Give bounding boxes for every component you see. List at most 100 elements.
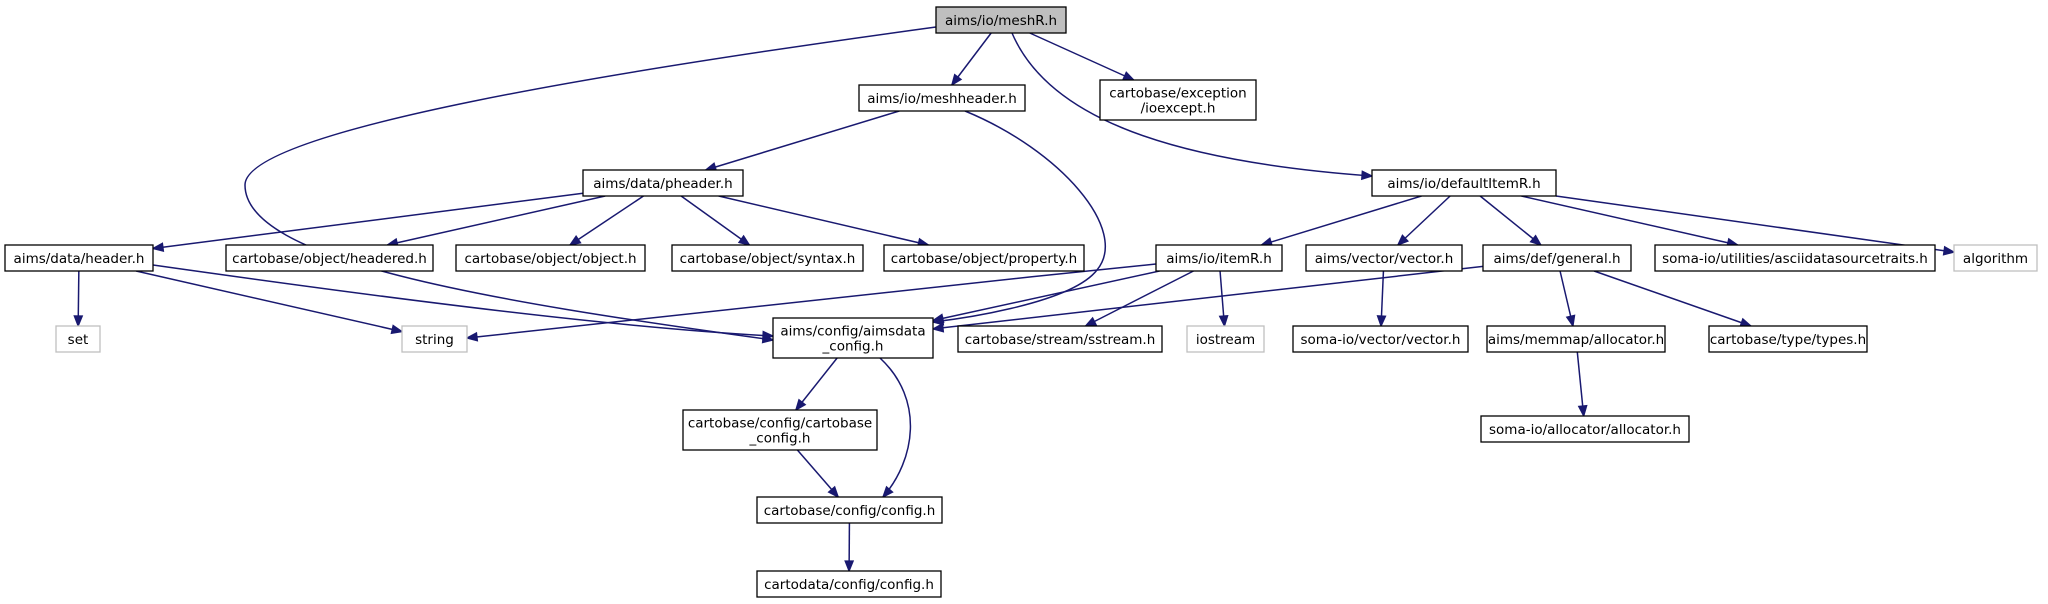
- node-label: aims/vector/vector.h: [1315, 251, 1454, 267]
- edge-pheader-to-object: [568, 195, 644, 246]
- edge-defaultItemR-to-algorithm: [1555, 195, 1956, 256]
- node-header[interactable]: aims/data/header.h: [4, 244, 154, 272]
- edge-line: [1555, 195, 1955, 253]
- node-itemR[interactable]: aims/io/itemR.h: [1155, 244, 1283, 272]
- arrow-head-icon: [931, 313, 945, 324]
- node-aimsdata_config[interactable]: aims/config/aimsdata_config.h: [772, 317, 934, 359]
- edge-line: [135, 270, 403, 333]
- edge-line: [718, 195, 929, 246]
- node-box: [682, 409, 878, 451]
- node-box: [1155, 244, 1283, 272]
- edge-allocator-to-somaallocator: [1576, 351, 1588, 418]
- node-label: set: [68, 332, 89, 348]
- node-label: aims/io/itemR.h: [1166, 251, 1272, 267]
- node-label: algorithm: [1963, 251, 2028, 267]
- node-label: soma-io/vector/vector.h: [1301, 332, 1461, 348]
- node-label: _config.h: [822, 339, 884, 355]
- arrow-head-icon: [950, 73, 963, 87]
- node-ioexcept[interactable]: cartobase/exception/ioexcept.h: [1099, 79, 1257, 121]
- edge-defaultItemR-to-general: [1479, 195, 1543, 247]
- edge-line: [680, 195, 750, 246]
- node-label: cartobase/stream/sstream.h: [965, 332, 1156, 348]
- edge-line: [879, 357, 912, 498]
- arrow-head-icon: [1739, 317, 1753, 328]
- arrow-head-icon: [73, 315, 84, 328]
- edge-pheader-to-header: [151, 192, 584, 253]
- node-somavector[interactable]: soma-io/vector/vector.h: [1292, 325, 1469, 353]
- arrow-head-icon: [1361, 170, 1374, 181]
- node-label: cartobase/object/headered.h: [232, 251, 427, 267]
- node-box: [772, 317, 934, 359]
- node-config[interactable]: cartobase/config/config.h: [756, 496, 943, 524]
- node-meshR[interactable]: aims/io/meshR.h: [935, 6, 1067, 34]
- edge-general-to-allocator: [1559, 270, 1576, 328]
- edge-line: [932, 270, 1160, 322]
- edge-line: [1521, 195, 1738, 246]
- node-box: [55, 325, 101, 353]
- node-asciitraits[interactable]: soma-io/utilities/asciidatasourcetraits.…: [1654, 244, 1936, 272]
- edge-itemR-to-aimsdata_config: [931, 270, 1160, 324]
- edge-line: [1397, 195, 1451, 246]
- arrow-head-icon: [737, 234, 751, 247]
- node-meshheader[interactable]: aims/io/meshheader.h: [858, 84, 1026, 112]
- node-pheader[interactable]: aims/data/pheader.h: [582, 169, 744, 197]
- node-box: [1371, 169, 1557, 197]
- node-box: [1708, 325, 1868, 353]
- node-box: [957, 325, 1163, 353]
- node-property[interactable]: cartobase/object/property.h: [883, 244, 1085, 272]
- node-allocator[interactable]: aims/memmap/allocator.h: [1486, 325, 1666, 353]
- node-box: [225, 244, 434, 272]
- arrow-head-icon: [827, 485, 840, 499]
- nodes-layer: aims/io/meshR.h aims/io/meshheader.h carto…: [4, 6, 2038, 598]
- edge-defaultItemR-to-asciitraits: [1521, 195, 1740, 248]
- arrow-head-icon: [1565, 314, 1576, 328]
- node-iostream: iostream: [1186, 325, 1265, 353]
- edge-defaultItemR-to-vector: [1396, 195, 1451, 247]
- node-cartobase_config[interactable]: cartobase/config/cartobase_config.h: [682, 409, 878, 451]
- node-label: cartobase/object/property.h: [891, 251, 1077, 267]
- node-general[interactable]: aims/def/general.h: [1482, 244, 1632, 272]
- node-label: cartobase/config/config.h: [764, 503, 936, 519]
- edge-vector-to-somavector: [1376, 270, 1387, 328]
- node-label: aims/data/pheader.h: [593, 176, 732, 192]
- edge-line: [1479, 195, 1542, 246]
- node-box: [4, 244, 154, 272]
- node-box: [1292, 325, 1469, 353]
- node-label: aims/io/meshR.h: [945, 13, 1057, 29]
- edge-meshheader-to-aimsdata_config: [931, 110, 1107, 326]
- edge-line: [951, 32, 992, 86]
- edge-general-to-aimsdata_config: [931, 265, 1484, 333]
- arrow-head-icon: [568, 234, 582, 246]
- edge-meshR-to-ioexcept: [1029, 32, 1136, 81]
- node-label: cartobase/config/cartobase: [688, 416, 872, 432]
- edge-general-to-types: [1593, 270, 1753, 328]
- arrow-head-icon: [931, 322, 945, 333]
- node-label: aims/data/header.h: [14, 251, 145, 267]
- node-cartodata_config[interactable]: cartodata/config/config.h: [756, 570, 942, 598]
- node-box: [756, 496, 943, 524]
- node-object[interactable]: cartobase/object/object.h: [455, 244, 646, 272]
- edge-header-to-string: [135, 270, 404, 335]
- edge-pheader-to-property: [718, 195, 931, 248]
- node-label: _config.h: [749, 431, 811, 447]
- node-box: [935, 6, 1067, 34]
- node-box: [1486, 325, 1666, 353]
- node-syntax[interactable]: cartobase/object/syntax.h: [671, 244, 864, 272]
- node-box: [671, 244, 864, 272]
- node-types[interactable]: cartobase/type/types.h: [1708, 325, 1868, 353]
- edge-line: [1029, 32, 1135, 81]
- node-box: [1305, 244, 1463, 272]
- edge-pheader-to-headered: [385, 195, 606, 248]
- node-vector[interactable]: aims/vector/vector.h: [1305, 244, 1463, 272]
- node-headered[interactable]: cartobase/object/headered.h: [225, 244, 434, 272]
- node-somaallocator[interactable]: soma-io/allocator/allocator.h: [1480, 415, 1690, 443]
- node-label: cartobase/exception: [1109, 86, 1247, 102]
- edge-meshheader-to-pheader: [703, 110, 900, 172]
- node-sstream[interactable]: cartobase/stream/sstream.h: [957, 325, 1163, 353]
- node-defaultItemR[interactable]: aims/io/defaultItemR.h: [1371, 169, 1557, 197]
- node-label: soma-io/allocator/allocator.h: [1489, 422, 1681, 438]
- node-box: [883, 244, 1085, 272]
- node-label: cartodata/config/config.h: [764, 577, 934, 593]
- node-box: [1186, 325, 1265, 353]
